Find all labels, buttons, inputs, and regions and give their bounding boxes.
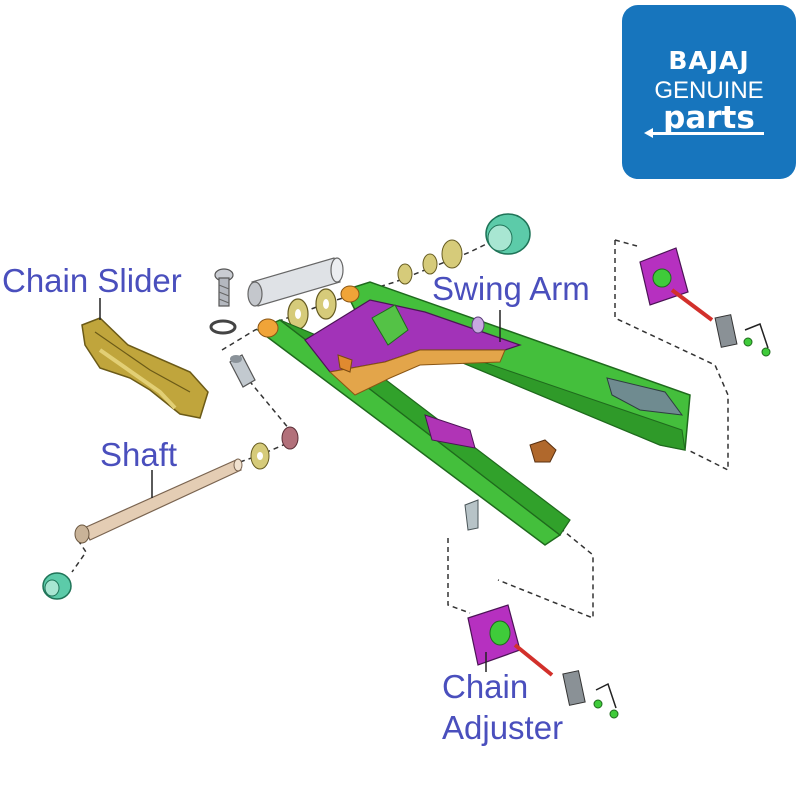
logo-arrow-icon: [644, 128, 653, 138]
cap-icon: [485, 213, 531, 255]
chain-adjuster-part-top: [639, 247, 771, 357]
sleeve-part: [229, 354, 256, 388]
chain-adjuster-label-line2: Adjuster: [442, 709, 564, 746]
nut-part: [529, 439, 557, 463]
shaft-part: [74, 458, 243, 544]
bushing-washers: [287, 239, 463, 330]
chain-adjuster-label: Chain Adjuster: [442, 666, 563, 748]
bolt-icon: [214, 268, 234, 307]
bajaj-genuine-parts-logo: BAJAJ GENUINE parts: [622, 5, 796, 179]
chain-adjuster-part-bottom: [467, 604, 619, 719]
pivot-pin-part: [247, 257, 344, 307]
logo-parts: parts: [663, 100, 755, 136]
logo-brand: BAJAJ: [668, 46, 750, 75]
logo-genuine: GENUINE: [654, 77, 764, 104]
shaft-washers: [250, 426, 299, 470]
logo-underline: [652, 132, 764, 135]
swing-arm-part: [256, 281, 691, 546]
swing-arm-label: Swing Arm: [432, 270, 590, 307]
cap-icon: [42, 572, 72, 600]
washer-icon: [209, 319, 237, 335]
chain-slider-part: [81, 317, 209, 419]
chain-slider-label: Chain Slider: [2, 262, 182, 299]
chain-adjuster-label-line1: Chain: [442, 668, 529, 705]
shaft-label: Shaft: [100, 436, 178, 473]
